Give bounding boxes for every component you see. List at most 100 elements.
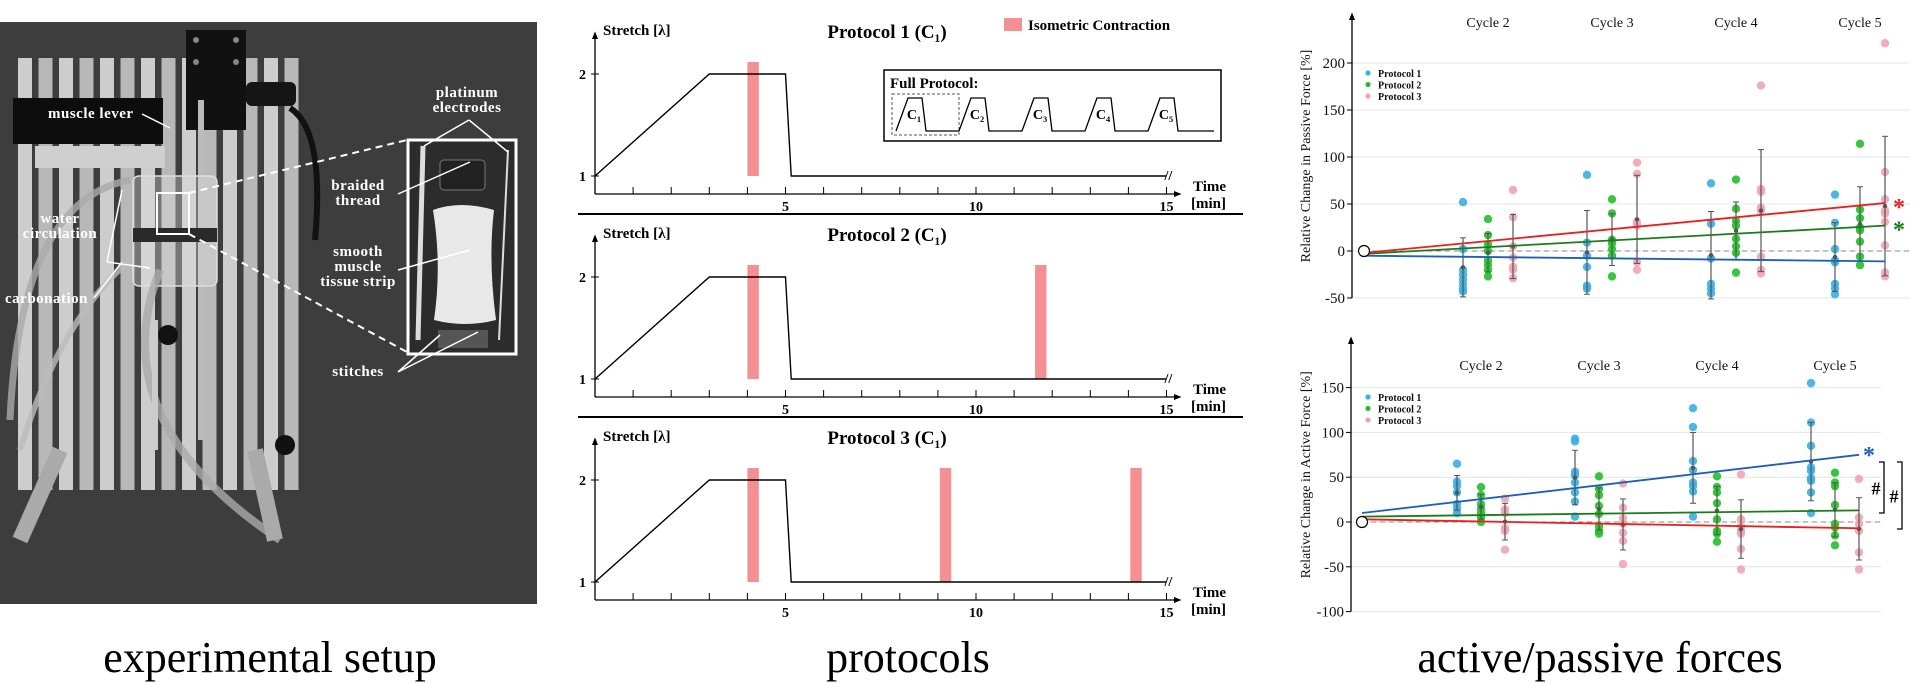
data-point <box>1582 170 1592 180</box>
inset-cycle-label: C₂ <box>970 108 984 123</box>
y-tick-label: 50 <box>1329 470 1344 486</box>
origin-marker <box>1357 244 1371 258</box>
y-tick-label: 150 <box>1322 381 1345 397</box>
trend-line <box>1361 518 1860 530</box>
frame-bar <box>243 58 258 490</box>
protocol-title: Protocol 1 (C₁) <box>827 22 946 43</box>
data-point <box>1570 437 1580 446</box>
data-point <box>1731 268 1741 277</box>
legend-label: Protocol 2 <box>1378 81 1421 92</box>
y-tick-label: 1 <box>579 576 586 591</box>
x-axis-label-unit: [min] <box>1191 196 1226 212</box>
muscle-lever-box <box>13 98 163 144</box>
data-point <box>1688 422 1698 432</box>
x-tick-label: 10 <box>969 403 983 418</box>
cycle-label: Cycle 5 <box>1838 16 1881 31</box>
x-tick-label: 15 <box>1160 606 1174 621</box>
data-point <box>1806 378 1816 388</box>
data-point <box>1880 272 1890 281</box>
y-tick-label: 100 <box>1323 150 1346 166</box>
inset-c1-highlight <box>891 93 960 136</box>
stretch-profile-line <box>594 479 1167 583</box>
frame-bar <box>182 58 196 490</box>
inset-profile-line <box>895 97 1214 132</box>
contraction-bar <box>747 62 759 176</box>
x-axis-label-unit: [min] <box>1191 602 1226 618</box>
y-tick-label: 1 <box>579 170 586 185</box>
y-tick-label: 150 <box>1323 103 1346 119</box>
x-tick-label: 10 <box>969 200 983 215</box>
y-axis-label: Relative Change in Active Force [%] <box>1299 371 1314 578</box>
y-tick-label: 50 <box>1330 197 1345 213</box>
x-tick-label: 5 <box>782 606 789 621</box>
data-point <box>1688 512 1698 521</box>
legend-label: Protocol 1 <box>1378 69 1421 80</box>
trend-line <box>1361 453 1860 514</box>
label-stitches: stitches <box>332 364 384 380</box>
data-point <box>1854 474 1864 484</box>
stretch-profile-line <box>594 276 1167 380</box>
legend-marker <box>1365 405 1371 412</box>
data-point <box>1712 537 1722 546</box>
cycle-label: Cycle 2 <box>1459 359 1502 374</box>
y-axis-label: Stretch [λ] <box>603 429 671 445</box>
frame-bar <box>202 58 217 490</box>
x-tick-label: 10 <box>969 606 983 621</box>
data-point <box>1458 197 1468 207</box>
cycle-label: Cycle 3 <box>1590 16 1633 31</box>
label-muscle: muscle <box>334 259 381 275</box>
axis-break-mark: // <box>1164 372 1174 387</box>
data-point <box>1830 190 1840 199</box>
data-point <box>1756 81 1766 90</box>
data-point <box>1830 468 1840 477</box>
data-point <box>1706 179 1716 188</box>
y-axis-label: Stretch [λ] <box>603 23 671 39</box>
setup-photo: muscle lever platinum electrodes braided… <box>0 22 537 604</box>
data-point <box>1830 290 1840 299</box>
legend-label: Protocol 1 <box>1378 393 1421 404</box>
mean-marker <box>1584 250 1590 255</box>
y-axis-label: Stretch [λ] <box>603 226 671 242</box>
frame-bar <box>284 58 299 490</box>
label-braided: braided <box>331 178 385 194</box>
caption-forces: active/passive forces <box>1417 633 1782 682</box>
protocol-title: Protocol 3 (C₁) <box>827 428 946 449</box>
cycle-label: Cycle 2 <box>1466 16 1509 31</box>
data-point <box>1594 472 1604 481</box>
label-carbonation: carbonation <box>5 291 88 307</box>
legend-label: Protocol 2 <box>1378 405 1421 416</box>
contraction-bar <box>939 468 952 582</box>
zoom-region-box <box>156 192 190 235</box>
data-point <box>1855 139 1865 149</box>
cycle-label: Cycle 4 <box>1714 16 1757 31</box>
significance-asterisk: * <box>1893 195 1905 221</box>
contraction-bar <box>1035 265 1047 379</box>
legend-marker <box>1365 81 1371 88</box>
axis-break-mark: // <box>1164 575 1174 590</box>
significance-asterisk: * <box>1893 218 1905 244</box>
data-point <box>1618 559 1628 569</box>
mean-marker <box>1832 254 1838 260</box>
stretch-profile-line <box>594 73 1167 177</box>
data-point <box>1632 265 1642 274</box>
protocol-title: Protocol 2 (C₁) <box>827 225 946 246</box>
y-tick-label: 0 <box>1337 515 1345 531</box>
mean-marker <box>1882 203 1888 209</box>
x-axis-label-time: Time <box>1193 382 1226 398</box>
significance-asterisk: * <box>1863 443 1875 469</box>
data-point <box>1731 175 1741 184</box>
legend-marker <box>1365 394 1371 400</box>
data-point <box>1500 545 1510 554</box>
mean-marker <box>1460 265 1466 270</box>
mean-marker <box>1738 526 1744 532</box>
cycle-label: Cycle 3 <box>1577 359 1620 374</box>
contraction-bar <box>747 468 759 582</box>
muscle-tissue-strip <box>433 205 496 324</box>
mean-marker <box>1758 208 1764 213</box>
y-tick-label: -100 <box>1317 605 1345 621</box>
comparison-bracket <box>1897 461 1903 530</box>
data-point <box>1880 39 1890 48</box>
